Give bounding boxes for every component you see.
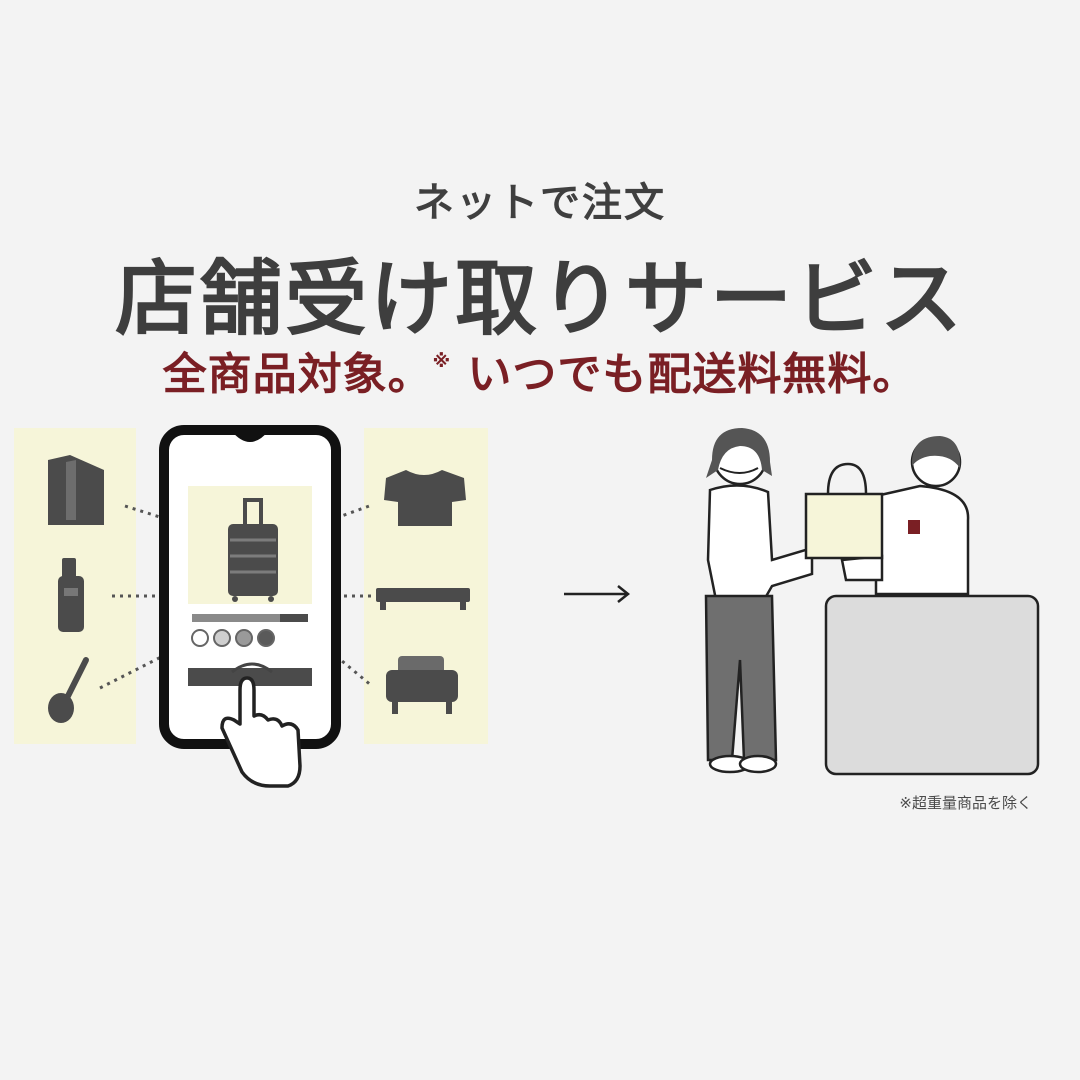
subtitle: ネットで注文: [414, 180, 666, 226]
service-counter: [824, 594, 1040, 776]
customer-person: [704, 428, 814, 774]
ladle-icon: [48, 657, 89, 723]
arrow-right-icon: [564, 585, 631, 603]
tshirt-icon: [384, 470, 466, 526]
staff-person: [840, 436, 970, 596]
connector-lines: [99, 503, 373, 690]
color-swatches: [191, 629, 275, 647]
file-box-icon: [48, 455, 104, 525]
tagline-main: 全商品対象。: [162, 349, 433, 400]
bottle-icon: [58, 558, 84, 632]
progress-bar: [192, 614, 308, 622]
tagline-free-shipping: いつでも配送料無料。: [467, 349, 918, 400]
suitcase-icon: [228, 498, 278, 602]
footnote: ※超重量商品を除く: [899, 794, 1032, 812]
tapping-hand-icon: [220, 662, 302, 788]
smartphone: [159, 425, 341, 749]
bed-icon: [376, 588, 470, 610]
store-counter-scene: [704, 428, 1040, 776]
armchair-icon: [386, 656, 458, 714]
page-title: 店舗受け取りサービス: [114, 252, 965, 347]
shopping-bag-icon: [804, 462, 884, 560]
tagline-footnote-mark: ※: [432, 351, 452, 372]
tagline: 全商品対象。※ いつでも配送料無料。: [0, 338, 1080, 402]
